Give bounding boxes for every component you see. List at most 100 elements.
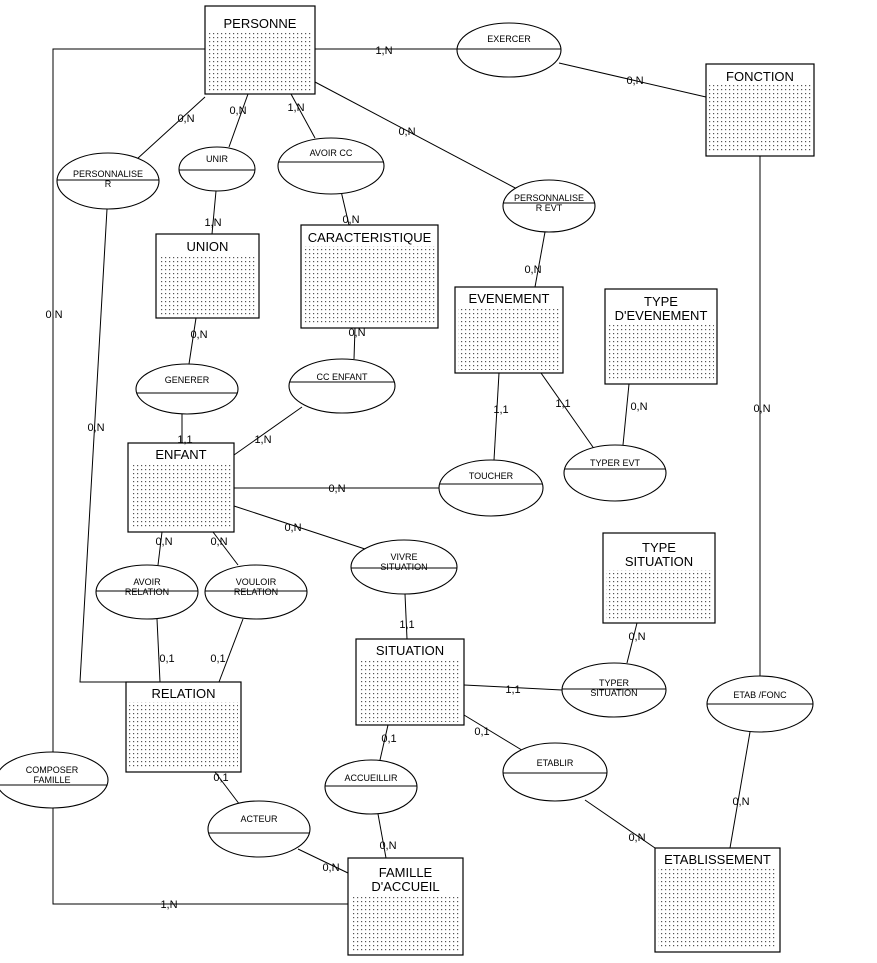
link-line (233, 406, 303, 456)
cardinality-personne-unir: 0,N (229, 105, 246, 117)
association-accueillir[interactable]: ACCUEILLIR (324, 759, 418, 815)
association-label-vouloir-relation: VOULOIR (236, 577, 277, 587)
entity-relation[interactable]: RELATION (125, 681, 242, 773)
association-generer[interactable]: GENERER (135, 363, 239, 415)
entity-title-caracteristique: CARACTERISTIQUE (308, 230, 432, 245)
association-label-vivre-situation: VIVRE (390, 552, 417, 562)
cardinality-personne-composer-famille: 0,N (45, 309, 62, 321)
link-line (340, 190, 350, 226)
association-label-acteur: ACTEUR (240, 814, 278, 824)
entity-etablissement[interactable]: ETABLISSEMENT (654, 847, 781, 953)
entity-union[interactable]: UNION (155, 233, 260, 319)
entity-layer: PERSONNE FONCTION UNION CARACTERISTIQUE EVEN… (125, 5, 815, 956)
link-line (404, 593, 408, 640)
link-line (622, 383, 630, 446)
cardinality-caracteristique-avoir-cc: 0,N (342, 214, 359, 226)
link-line (218, 618, 244, 683)
link-line (584, 799, 656, 849)
entity-situation[interactable]: SITUATION (355, 638, 465, 726)
association-etab-fonc[interactable]: ETAB /FONC (706, 675, 814, 733)
link-line (156, 618, 161, 683)
entity-personne[interactable]: PERSONNE (204, 5, 316, 95)
entity-title-type-evenement: TYPE (644, 294, 678, 309)
link-line (297, 848, 349, 874)
link-line (290, 93, 316, 139)
cardinality-enfant-vivre-situation: 0,N (284, 522, 301, 534)
association-label-cc-enfant: CC ENFANT (316, 372, 368, 382)
link-line (729, 731, 751, 849)
link-line (79, 208, 126, 683)
link-lines (52, 48, 761, 905)
entity-title-type-evenement: D'EVENEMENT (615, 308, 708, 323)
association-avoir-cc[interactable]: AVOIR CC (277, 137, 385, 195)
link-line (558, 62, 707, 98)
association-label-exercer: EXERCER (487, 34, 531, 44)
association-acteur[interactable]: ACTEUR (207, 800, 311, 858)
cardinality-fonction-etab-fonc: 0,N (753, 403, 770, 415)
link-line (379, 724, 389, 761)
association-label-vouloir-relation: RELATION (234, 587, 278, 597)
link-line (463, 714, 526, 753)
link-line (228, 93, 249, 148)
entity-evenement[interactable]: EVENEMENT (454, 286, 564, 374)
link-line (377, 813, 387, 859)
association-toucher[interactable]: TOUCHER (438, 459, 544, 517)
cardinality-personne-personnaliser-evt: 0,N (398, 126, 415, 138)
association-etablir[interactable]: ETABLIR (502, 742, 608, 802)
entity-title-personne: PERSONNE (224, 16, 297, 31)
cardinality-situation-etablir: 0,1 (474, 726, 489, 738)
entity-fonction[interactable]: FONCTION (705, 63, 815, 157)
entity-enfant[interactable]: ENFANT (127, 442, 235, 533)
entity-title-type-situation: SITUATION (625, 554, 693, 569)
entity-caracteristique[interactable]: CARACTERISTIQUE (300, 224, 439, 329)
link-line (52, 48, 205, 752)
cardinality-famille-accueil-composer-famille: 1,N (160, 899, 177, 911)
association-label-typer-situation: SITUATION (590, 688, 637, 698)
entity-title-situation: SITUATION (376, 643, 444, 658)
entity-title-famille-accueil: FAMILLE (379, 865, 433, 880)
entity-title-evenement: EVENEMENT (469, 291, 550, 306)
association-cc-enfant[interactable]: CC ENFANT (288, 358, 396, 414)
association-label-avoir-relation: RELATION (125, 587, 169, 597)
association-label-avoir-relation: AVOIR (133, 577, 161, 587)
association-unir[interactable]: UNIR (178, 146, 256, 192)
cardinality-relation-vouloir-relation: 0,1 (210, 653, 225, 665)
association-label-typer-situation: TYPER (599, 678, 630, 688)
cardinality-type-situation-typer-situation: 0,N (628, 631, 645, 643)
association-label-unir: UNIR (206, 154, 228, 164)
cardinality-enfant-cc-enfant: 1,N (254, 434, 271, 446)
cardinality-situation-typer-situation: 1,1 (505, 684, 520, 696)
association-label-avoir-cc: AVOIR CC (310, 148, 353, 158)
entity-title-type-situation: TYPE (642, 540, 676, 555)
association-label-toucher: TOUCHER (469, 471, 514, 481)
cardinality-etablissement-etablir: 0,N (628, 832, 645, 844)
association-label-typer-evt: TYPER EVT (590, 458, 641, 468)
cardinality-enfant-toucher: 0,N (328, 483, 345, 495)
association-label-composer-famille: COMPOSER (26, 765, 79, 775)
link-line (540, 372, 596, 451)
association-label-personnaliser: R (105, 179, 112, 189)
cardinality-enfant-vouloir-relation: 0,N (210, 536, 227, 548)
cardinality-evenement-personnaliser-evt: 0,N (524, 264, 541, 276)
cardinality-enfant-generer: 1,1 (177, 434, 192, 446)
cardinality-situation-accueillir: 0,1 (381, 733, 396, 745)
link-line (463, 684, 563, 691)
cardinality-union-generer: 0,N (190, 329, 207, 341)
entity-title-fonction: FONCTION (726, 69, 794, 84)
entity-title-etablissement: ETABLISSEMENT (664, 852, 771, 867)
link-line (233, 505, 366, 550)
cardinality-union-unir: 1,N (204, 217, 221, 229)
association-exercer[interactable]: EXERCER (456, 22, 562, 78)
cardinality-relation-personnaliser: 0,N (87, 422, 104, 434)
association-typer-evt[interactable]: TYPER EVT (563, 444, 667, 502)
